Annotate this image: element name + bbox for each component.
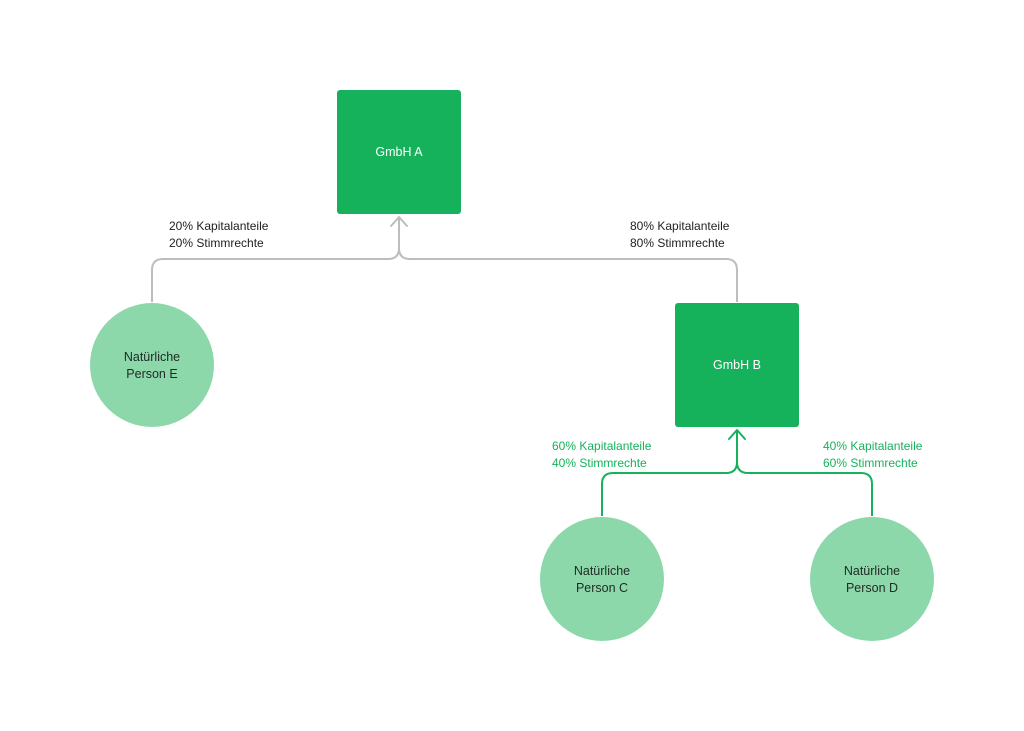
edge-person-e-to-gmbh-a (151, 218, 400, 302)
node-label-line2: Person D (846, 581, 898, 595)
edge-label-b-to-a: 80% Kapitalanteile 80% Stimmrechte (630, 219, 730, 250)
node-person-c: Natürliche Person C (540, 517, 664, 641)
person-circle (90, 303, 214, 427)
edge-person-c-to-gmbh-b (601, 431, 738, 516)
node-gmbh-a: GmbH A (337, 90, 461, 214)
node-label: GmbH B (713, 358, 761, 372)
node-gmbh-b: GmbH B (675, 303, 799, 427)
edges-to-gmbh-b (601, 429, 873, 516)
node-label-line2: Person C (576, 581, 628, 595)
voting-rights-label: 80% Stimmrechte (630, 236, 725, 250)
node-label-line1: Natürliche (124, 350, 180, 364)
node-person-e: Natürliche Person E (90, 303, 214, 427)
capital-share-label: 80% Kapitalanteile (630, 219, 730, 233)
arrowhead-gmbh-a (390, 216, 408, 227)
voting-rights-label: 20% Stimmrechte (169, 236, 264, 250)
capital-share-label: 40% Kapitalanteile (823, 439, 923, 453)
node-label-line1: Natürliche (844, 564, 900, 578)
person-circle (540, 517, 664, 641)
arrowhead-gmbh-b (728, 429, 746, 440)
voting-rights-label: 40% Stimmrechte (552, 456, 647, 470)
node-label-line2: Person E (126, 367, 177, 381)
edge-label-d-to-b: 40% Kapitalanteile 60% Stimmrechte (823, 439, 923, 470)
capital-share-label: 60% Kapitalanteile (552, 439, 652, 453)
node-person-d: Natürliche Person D (810, 517, 934, 641)
node-label-line1: Natürliche (574, 564, 630, 578)
person-circle (810, 517, 934, 641)
voting-rights-label: 60% Stimmrechte (823, 456, 918, 470)
edge-label-e-to-a: 20% Kapitalanteile 20% Stimmrechte (169, 219, 269, 250)
company-box (337, 90, 461, 214)
node-label: GmbH A (375, 145, 423, 159)
company-box (675, 303, 799, 427)
edge-person-d-to-gmbh-b (736, 431, 873, 516)
edge-label-c-to-b: 60% Kapitalanteile 40% Stimmrechte (552, 439, 652, 470)
edges-to-gmbh-a (151, 216, 738, 302)
edge-gmbh-b-to-gmbh-a (398, 218, 738, 302)
capital-share-label: 20% Kapitalanteile (169, 219, 269, 233)
